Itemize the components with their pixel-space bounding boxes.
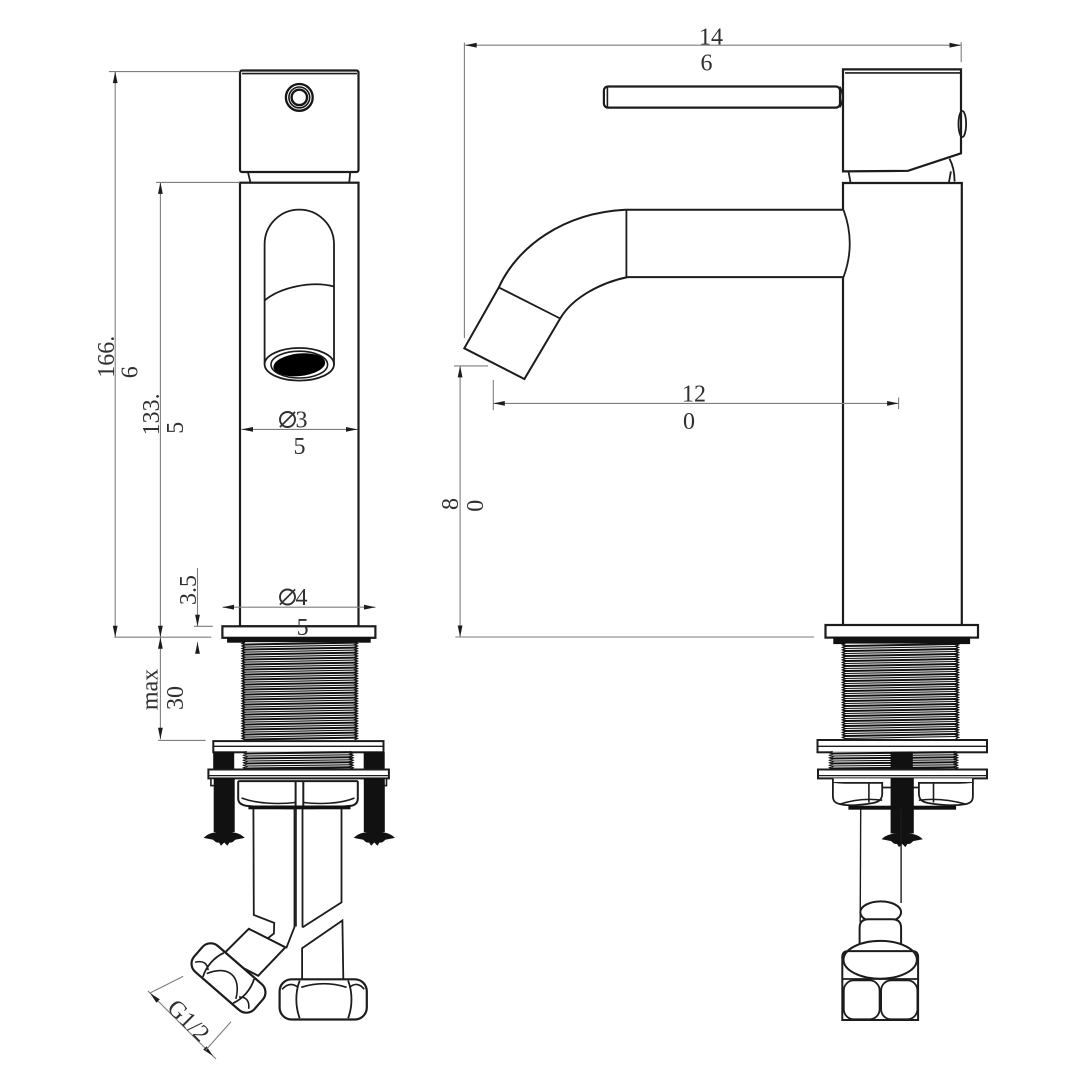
svg-text:4: 4 xyxy=(296,585,308,611)
svg-text:12: 12 xyxy=(682,382,706,408)
svg-text:0: 0 xyxy=(463,500,489,512)
svg-text:3: 3 xyxy=(296,408,308,434)
svg-text:6: 6 xyxy=(701,51,713,77)
svg-text:14: 14 xyxy=(699,24,723,50)
svg-text:8: 8 xyxy=(438,498,464,510)
svg-text:30: 30 xyxy=(163,686,189,710)
svg-text:0: 0 xyxy=(683,409,695,435)
svg-text:3.5: 3.5 xyxy=(176,575,202,605)
svg-text:166.: 166. xyxy=(94,336,120,378)
svg-text:5: 5 xyxy=(163,422,189,434)
svg-text:133.: 133. xyxy=(139,393,165,435)
svg-text:6: 6 xyxy=(118,366,144,378)
svg-text:max: max xyxy=(138,669,164,710)
svg-text:5: 5 xyxy=(297,615,309,641)
svg-text:5: 5 xyxy=(294,434,306,460)
